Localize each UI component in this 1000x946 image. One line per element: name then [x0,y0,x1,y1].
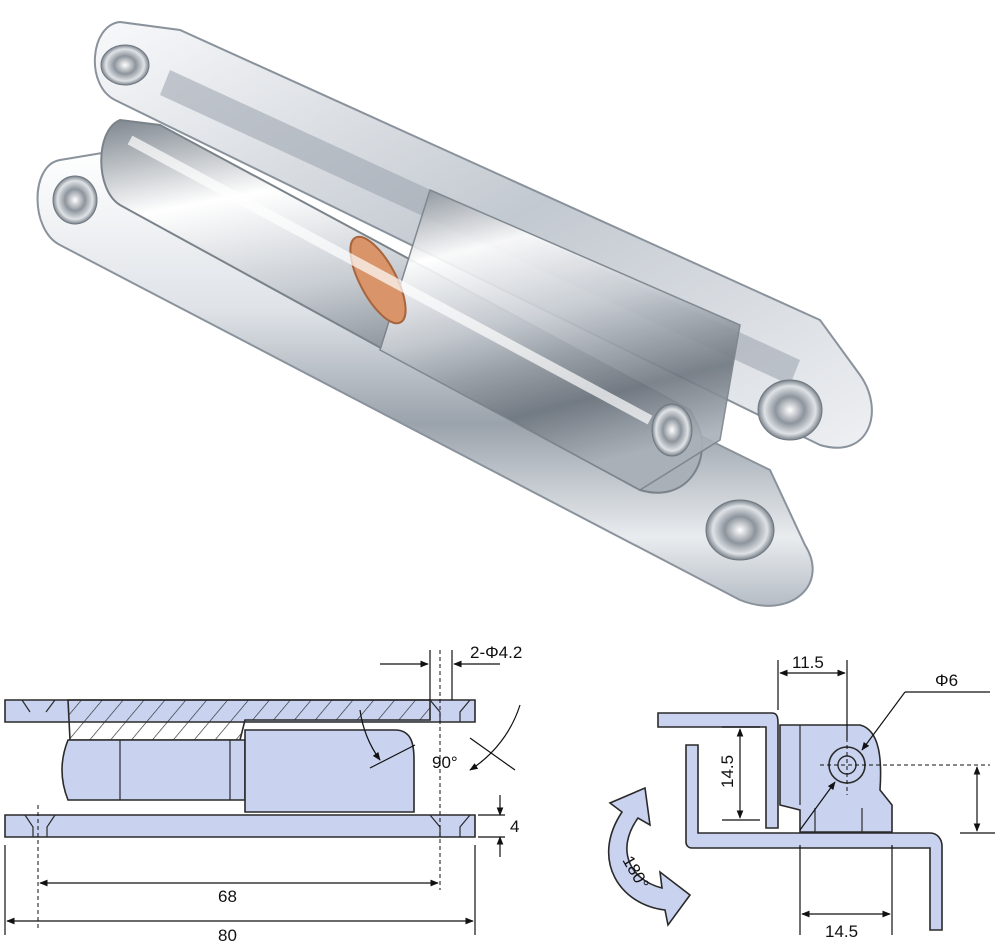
side-view-drawing: 2-Φ4.2 90° 4 68 80 [4,643,522,945]
end-lower-leaf [685,744,943,931]
countersunk-hole-icon [52,44,823,561]
leaf-thickness-label: 4 [510,817,519,836]
bottom-offset-label: 14.5 [825,922,858,941]
side-bottom-leaf [4,814,476,838]
hinge-photo-icon [36,20,873,607]
end-view-drawing: Φ6 11.5 14.5 14.5 180° [607,653,995,941]
hole-diameter-label: 2-Φ4.2 [470,643,522,662]
rotation-arrow-icon [607,786,692,927]
side-knuckle-left [61,739,246,801]
pin-diameter-label: Φ6 [935,671,958,690]
rotation-90-label: 90° [432,753,458,772]
end-upper-leaf [657,712,779,829]
copper-bushing [349,235,407,325]
top-offset-label: 11.5 [792,653,824,672]
side-knuckle-right [244,729,415,813]
hole-spacing-label: 68 [218,887,237,906]
height-label: 14.5 [718,755,737,788]
overall-length-label: 80 [218,926,237,945]
